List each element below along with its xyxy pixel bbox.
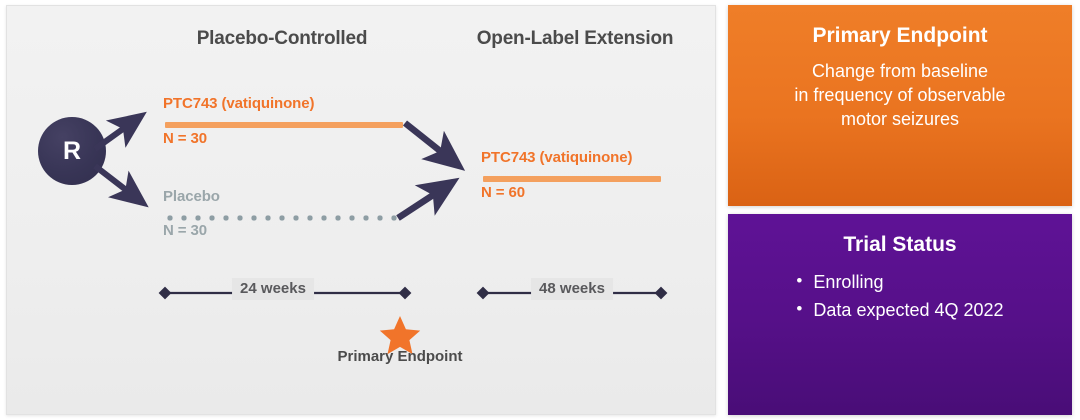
duration-label-48-weeks: 48 weeks bbox=[531, 278, 613, 300]
trial-status-card: Trial Status Enrolling Data expected 4Q … bbox=[728, 214, 1072, 415]
primary-endpoint-line-1: Change from baseline bbox=[811, 61, 989, 82]
primary-endpoint-card-body: Change from baseline in frequency of obs… bbox=[748, 60, 1052, 131]
trial-status-card-title: Trial Status bbox=[843, 233, 957, 256]
arm-count-placebo: N = 30 bbox=[163, 222, 208, 239]
randomization-arrow-to-placebo bbox=[93, 163, 149, 208]
phase-header-open-label-extension: Open-Label Extension bbox=[476, 28, 674, 49]
rollover-arrow-placebo-to-ole bbox=[396, 177, 460, 221]
primary-endpoint-line-2: in frequency of observable bbox=[794, 84, 1006, 105]
study-design-diagram-panel: Placebo-Controlled Open-Label Extension … bbox=[6, 5, 716, 415]
arm-count-active-treatment: N = 30 bbox=[163, 130, 208, 147]
primary-endpoint-card-title: Primary Endpoint bbox=[812, 24, 988, 47]
primary-endpoint-milestone-label: Primary Endpoint bbox=[337, 348, 463, 365]
treatment-line-placebo-dotted bbox=[163, 214, 399, 222]
list-item: Enrolling bbox=[796, 268, 1003, 296]
list-item: Data expected 4Q 2022 bbox=[796, 296, 1003, 324]
arm-label-active-treatment: PTC743 (vatiquinone) bbox=[163, 95, 315, 112]
rollover-arrow-active-to-ole bbox=[402, 120, 466, 171]
arm-count-open-label-extension: N = 60 bbox=[481, 184, 526, 201]
treatment-bar-open-label-extension bbox=[483, 176, 661, 182]
arm-label-open-label-extension: PTC743 (vatiquinone) bbox=[481, 149, 633, 166]
phase-header-placebo-controlled: Placebo-Controlled bbox=[196, 28, 368, 49]
duration-label-24-weeks: 24 weeks bbox=[232, 278, 314, 300]
arm-label-placebo: Placebo bbox=[163, 188, 220, 205]
primary-endpoint-card: Primary Endpoint Change from baseline in… bbox=[728, 5, 1072, 206]
primary-endpoint-line-3: motor seizures bbox=[840, 108, 960, 129]
treatment-bar-active bbox=[165, 122, 403, 128]
trial-status-list: Enrolling Data expected 4Q 2022 bbox=[796, 268, 1003, 324]
randomization-node: R bbox=[38, 117, 106, 185]
